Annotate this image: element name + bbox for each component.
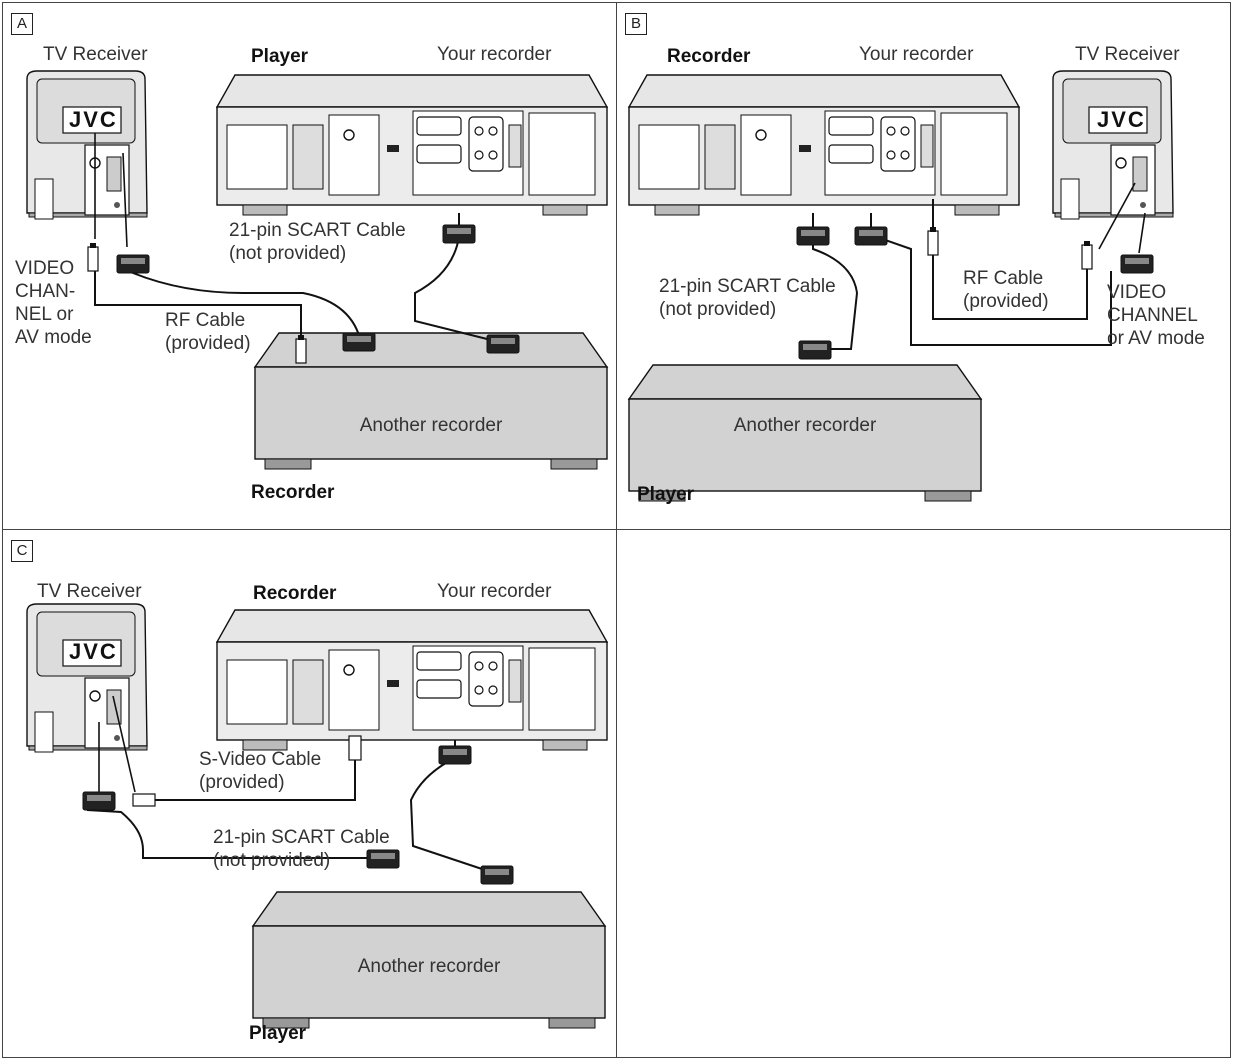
role-bottom-label: Recorder bbox=[251, 482, 335, 503]
video-channel-label: VIDEO CHAN- NEL or AV mode bbox=[15, 258, 92, 348]
tv-brand-logo: JVC bbox=[69, 107, 118, 132]
panel-badge: C bbox=[11, 540, 33, 562]
role-top-label: Player bbox=[251, 46, 309, 67]
diagram-b-graphics bbox=[628, 70, 1174, 502]
your-recorder-graphic bbox=[216, 609, 608, 751]
panel-c: C TV Receiver Recorder Your recorder S-V… bbox=[2, 529, 617, 1058]
role-bottom-label: Player bbox=[249, 1023, 307, 1044]
tv-receiver-graphic bbox=[1052, 70, 1174, 220]
panel-empty bbox=[616, 529, 1231, 1058]
your-recorder-label: Your recorder bbox=[859, 44, 974, 65]
role-bottom-label: Player bbox=[637, 484, 695, 505]
your-recorder-label: Your recorder bbox=[437, 44, 552, 65]
scart-cable-label: 21-pin SCART Cable (not provided) bbox=[213, 827, 390, 871]
rf-cable-label: RF Cable (provided) bbox=[963, 268, 1049, 312]
tv-receiver-graphic bbox=[26, 603, 148, 753]
panel-badge: A bbox=[11, 13, 33, 35]
another-recorder-label: Another recorder bbox=[357, 956, 501, 977]
s-video-cable-label: S-Video Cable (provided) bbox=[199, 749, 322, 793]
your-recorder-label: Your recorder bbox=[437, 581, 552, 602]
diagram-c-graphics bbox=[26, 603, 608, 1029]
scart-cable-line bbox=[86, 809, 383, 859]
role-top-label: Recorder bbox=[253, 583, 337, 604]
scart-cable-line bbox=[812, 213, 859, 350]
your-recorder-graphic bbox=[216, 74, 608, 216]
panel-badge: B bbox=[625, 13, 647, 35]
tv-receiver-label: TV Receiver bbox=[1075, 44, 1180, 65]
another-recorder-graphic bbox=[254, 332, 608, 470]
tv-receiver-label: TV Receiver bbox=[43, 44, 148, 65]
scart-cable-label: 21-pin SCART Cable (not provided) bbox=[229, 220, 406, 264]
tv-receiver-graphic bbox=[26, 70, 148, 220]
your-recorder-graphic bbox=[628, 74, 1020, 216]
another-recorder-label: Another recorder bbox=[359, 415, 503, 436]
diagram-a-graphics bbox=[26, 70, 608, 470]
panel-a: A TV Receiver Player Your recorder 21-pi… bbox=[2, 2, 617, 530]
video-channel-label: VIDEO CHANNEL or AV mode bbox=[1107, 282, 1205, 349]
rf-cable-line bbox=[94, 271, 302, 343]
rf-cable-label: RF Cable (provided) bbox=[165, 310, 251, 354]
tv-brand-logo: JVC bbox=[1097, 107, 1146, 132]
tv-brand-logo: JVC bbox=[69, 639, 118, 664]
tv-receiver-label: TV Receiver bbox=[37, 581, 142, 602]
rf-cable-line bbox=[932, 199, 1088, 320]
another-recorder-label: Another recorder bbox=[733, 415, 877, 436]
role-top-label: Recorder bbox=[667, 46, 751, 67]
scart-cable-line bbox=[120, 262, 362, 344]
panel-b: B Recorder Your recorder TV Receiver 21-… bbox=[616, 2, 1231, 530]
scart-cable-label: 21-pin SCART Cable (not provided) bbox=[659, 276, 836, 320]
